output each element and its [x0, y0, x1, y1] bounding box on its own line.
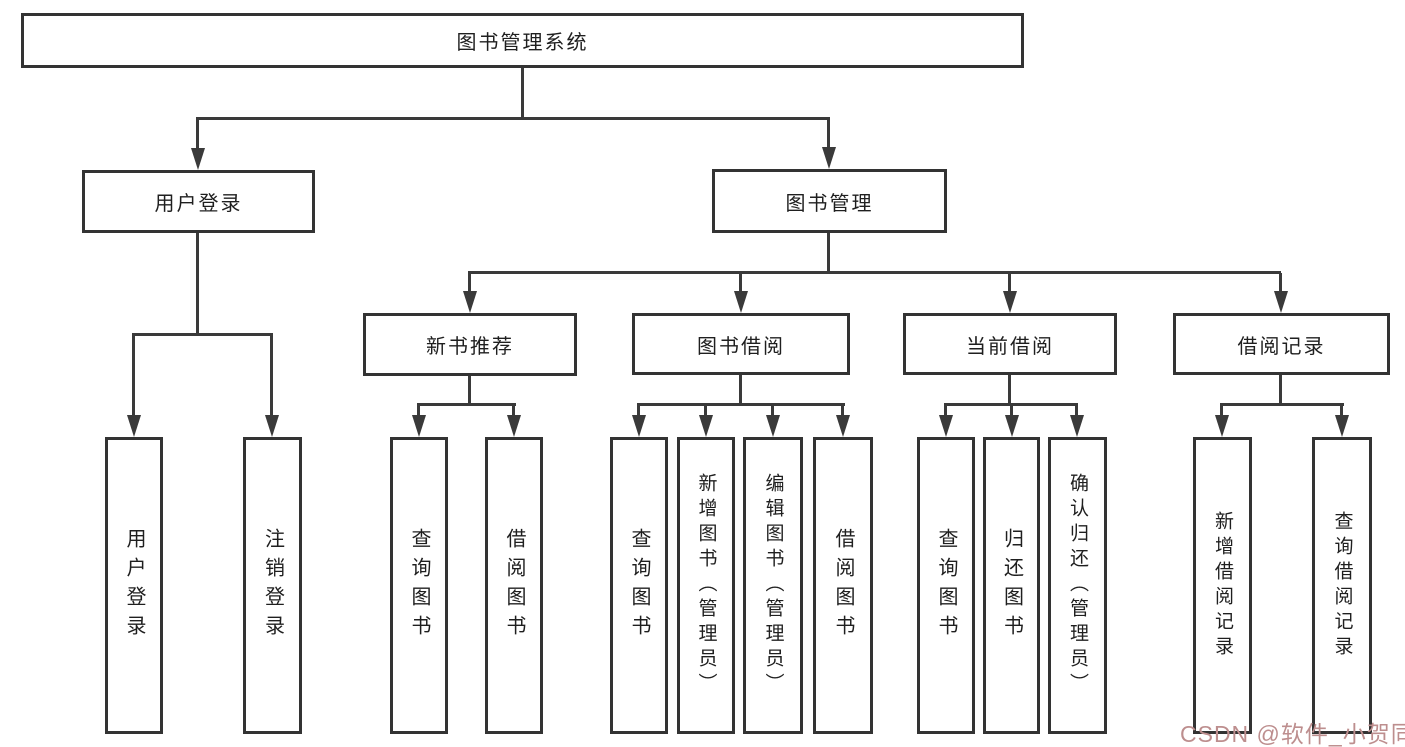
arrowhead-borrowing-records [1274, 291, 1288, 313]
connector-borrowing-stub [739, 375, 742, 405]
connector-root-trunk [521, 68, 524, 119]
connector-level3-bus [468, 271, 1281, 274]
leaf-query-books-recommend: 查询图书 [390, 437, 448, 734]
connector-to-leaf-login [132, 335, 135, 415]
connector-to-borrowing-leaf1 [637, 405, 640, 415]
arrowhead-book-management [822, 147, 836, 169]
arrowhead-current-leaf3 [1070, 415, 1084, 437]
connector-to-borrowing-leaf3 [771, 405, 774, 415]
connector-recommend-bus [417, 403, 516, 406]
connector-to-new-book [468, 273, 471, 291]
connector-records-stub [1279, 375, 1282, 405]
leaf-add-borrow-record: 新增借阅记录 [1193, 437, 1252, 734]
leaf-confirm-return-admin: 确认归还（管理员） [1048, 437, 1107, 734]
arrowhead-new-book [463, 291, 477, 313]
arrowhead-recommend-leaf1 [412, 415, 426, 437]
connector-user-login-bus [132, 333, 273, 336]
leaf-return-books: 归还图书 [983, 437, 1040, 734]
arrowhead-leaf-logout [265, 415, 279, 437]
connector-to-current-leaf3 [1075, 405, 1078, 415]
leaf-query-books-current: 查询图书 [917, 437, 975, 734]
connector-user-login-stub [196, 233, 199, 335]
leaf-user-login: 用户登录 [105, 437, 163, 734]
leaf-borrow-books-recommend: 借阅图书 [485, 437, 543, 734]
connector-to-book-borrowing [739, 273, 742, 291]
root-node-library-system: 图书管理系统 [21, 13, 1024, 68]
node-book-management: 图书管理 [712, 169, 947, 233]
connector-to-borrowing-leaf4 [841, 405, 844, 415]
connector-to-borrowing-leaf2 [704, 405, 707, 415]
connector-to-book-management [827, 119, 830, 148]
leaf-edit-books-admin: 编辑图书（管理员） [743, 437, 803, 734]
leaf-query-borrow-record: 查询借阅记录 [1312, 437, 1372, 734]
arrowhead-user-login [191, 148, 205, 170]
connector-to-current-leaf2 [1010, 405, 1013, 415]
csdn-watermark: CSDN @软件_小贺同学 [1180, 721, 1405, 747]
connector-to-records-leaf1 [1220, 405, 1223, 415]
connector-current-bus [944, 403, 1078, 406]
connector-to-records-leaf2 [1340, 405, 1343, 415]
node-new-book-recommendation: 新书推荐 [363, 313, 577, 376]
arrowhead-book-borrowing [734, 291, 748, 313]
arrowhead-recommend-leaf2 [507, 415, 521, 437]
connector-to-user-login [196, 119, 199, 148]
node-user-login: 用户登录 [82, 170, 315, 233]
leaf-logout: 注销登录 [243, 437, 302, 734]
connector-to-current-leaf1 [944, 405, 947, 415]
connector-borrowing-bus [637, 403, 845, 406]
arrowhead-current-leaf2 [1005, 415, 1019, 437]
connector-records-bus [1220, 403, 1344, 406]
connector-recommend-stub [468, 375, 471, 405]
connector-to-leaf-logout [270, 335, 273, 415]
connector-to-recommend-leaf1 [417, 405, 420, 415]
arrowhead-borrowing-leaf4 [836, 415, 850, 437]
arrowhead-borrowing-leaf2 [699, 415, 713, 437]
connector-to-recommend-leaf2 [512, 405, 515, 415]
arrowhead-records-leaf1 [1215, 415, 1229, 437]
arrowhead-current-borrowing [1003, 291, 1017, 313]
arrowhead-current-leaf1 [939, 415, 953, 437]
connector-level2-bus [196, 117, 830, 120]
arrowhead-borrowing-leaf3 [766, 415, 780, 437]
leaf-add-books-admin: 新增图书（管理员） [677, 437, 735, 734]
node-current-borrowing: 当前借阅 [903, 313, 1117, 375]
leaf-borrow-books: 借阅图书 [813, 437, 873, 734]
connector-book-mgmt-stub [827, 233, 830, 273]
arrowhead-borrowing-leaf1 [632, 415, 646, 437]
connector-to-current-borrowing [1008, 273, 1011, 291]
leaf-query-books-borrowing: 查询图书 [610, 437, 668, 734]
arrowhead-leaf-login [127, 415, 141, 437]
node-book-borrowing: 图书借阅 [632, 313, 850, 375]
arrowhead-records-leaf2 [1335, 415, 1349, 437]
connector-to-borrowing-records [1279, 273, 1282, 291]
node-borrowing-records: 借阅记录 [1173, 313, 1390, 375]
connector-current-stub [1008, 375, 1011, 405]
